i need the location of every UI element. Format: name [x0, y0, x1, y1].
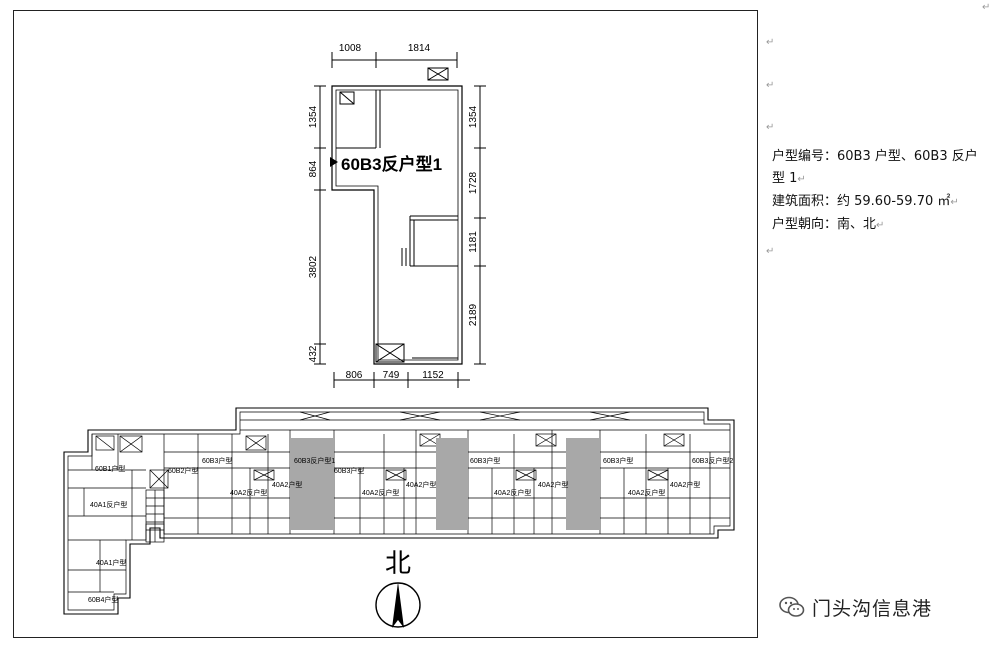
- north-label: 北: [385, 549, 411, 579]
- dim-right-2: 1728: [468, 171, 479, 194]
- unit-info-text: 户型编号：60B3 户型、60B3 反户型 1↵ 建筑面积：约 59.60-59…: [772, 146, 987, 237]
- site-plan: [63, 407, 735, 615]
- unit-label: 60B3反户型1: [341, 154, 442, 174]
- orientation-line: 户型朝向：南、北: [772, 217, 877, 232]
- site-label-40a2-b: 40A2户型: [406, 480, 436, 489]
- paragraph-mark: ↵: [766, 246, 775, 257]
- site-label-60b1: 60B1户型: [95, 464, 125, 473]
- unit-outer-wall: [331, 85, 463, 365]
- unit-marker-arrow-icon: [330, 157, 338, 167]
- site-label-40a2-d: 40A2户型: [670, 480, 700, 489]
- watermark-text: 门头沟信息港: [812, 597, 933, 620]
- site-label-40a2-a: 40A2户型: [272, 480, 302, 489]
- wechat-icon: [779, 596, 805, 617]
- site-label-60b2: 60B2户型: [168, 466, 198, 475]
- paragraph-mark: ↵: [982, 2, 991, 13]
- site-label-60b4: 60B4户型: [88, 595, 118, 604]
- dim-right-3: 1181: [468, 231, 479, 253]
- site-label-40a2-rev-c: 40A2反户型: [494, 488, 531, 497]
- drawing-frame: [13, 10, 758, 638]
- site-label-60b3-rev1: 60B3反户型1: [294, 456, 335, 465]
- dim-left-3: 3802: [308, 255, 319, 278]
- site-label-60b3-d: 60B3户型: [603, 456, 633, 465]
- highlighted-unit: [566, 438, 600, 530]
- site-label-40a1: 40A1户型: [96, 558, 126, 567]
- paragraph-mark: ↵: [797, 174, 806, 185]
- highlighted-unit: [436, 438, 468, 530]
- unit-number-line: 户型编号：60B3 户型、60B3 反户型 1: [772, 149, 978, 186]
- dim-left-4: 432: [308, 345, 319, 362]
- dim-bottom-2: 749: [383, 370, 400, 381]
- dim-left-1: 1354: [308, 105, 319, 128]
- north-arrow-icon: [375, 582, 421, 628]
- dim-top-1: 1008: [339, 43, 362, 54]
- dim-right-4: 2189: [468, 303, 479, 326]
- site-label-60b3-c: 60B3户型: [470, 456, 500, 465]
- site-label-40a1-rev: 40A1反户型: [90, 500, 127, 509]
- dim-left-2: 864: [308, 160, 319, 177]
- site-label-60b3-rev2: 60B3反户型2: [692, 456, 733, 465]
- paragraph-mark: ↵: [766, 37, 775, 48]
- site-label-40a2-rev-b: 40A2反户型: [362, 488, 399, 497]
- site-label-60b3-b: 60B3户型: [334, 466, 364, 475]
- watermark: 门头沟信息港: [778, 592, 932, 622]
- equipment-box-icon: [427, 67, 449, 81]
- dim-bottom-3: 1152: [422, 370, 444, 381]
- floor-area-line: 建筑面积：约 59.60-59.70 ㎡: [772, 194, 951, 209]
- site-label-40a2-rev-d: 40A2反户型: [628, 488, 665, 497]
- dim-top-2: 1814: [408, 43, 431, 54]
- dim-right-1: 1354: [468, 105, 479, 128]
- site-label-60b3-a: 60B3户型: [202, 456, 232, 465]
- site-label-40a2-rev-a: 40A2反户型: [230, 488, 267, 497]
- unit-plan: [314, 52, 486, 388]
- highlighted-unit: [290, 438, 334, 530]
- site-label-40a2-c: 40A2户型: [538, 480, 568, 489]
- shaft-icon: [375, 343, 405, 363]
- paragraph-mark: ↵: [766, 80, 775, 91]
- paragraph-mark: ↵: [950, 197, 959, 208]
- paragraph-mark: ↵: [766, 122, 775, 133]
- paragraph-mark: ↵: [876, 220, 885, 231]
- dim-bottom-1: 806: [346, 370, 363, 381]
